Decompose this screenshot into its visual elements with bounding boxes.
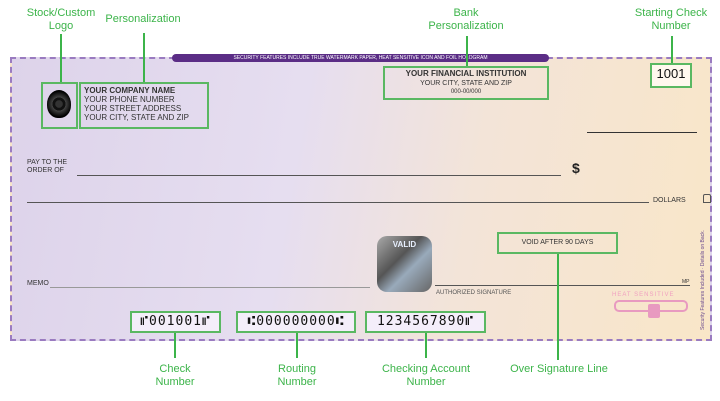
rose-logo-icon (47, 90, 71, 118)
date-line (587, 132, 697, 133)
void-box (497, 232, 618, 254)
connector-bank (466, 36, 468, 66)
company-phone: YOUR PHONE NUMBER (84, 95, 175, 104)
micr-account-number: 1234567890⑈ (376, 314, 475, 329)
connector-logo (60, 34, 62, 82)
logo-box (41, 82, 78, 129)
micr-account-box (365, 311, 486, 333)
company-box (79, 82, 209, 129)
connector-starting-check (671, 36, 673, 63)
signature-line (435, 285, 690, 286)
callout-starting-check: Starting Check Number (634, 7, 708, 32)
dollar-sign: $ (572, 160, 580, 176)
bank-box (383, 66, 549, 100)
hologram-text: VALID (392, 240, 417, 249)
heat-sensitive-label: HEAT SENSITIVE (612, 292, 675, 298)
company-street: YOUR STREET ADDRESS (84, 104, 182, 113)
callout-routing: Routing Number (277, 363, 317, 388)
micr-check-box (130, 311, 221, 333)
check (10, 57, 712, 341)
connector-over-signature (557, 254, 559, 360)
company-name: YOUR COMPANY NAME (84, 86, 176, 95)
dollars-label: DOLLARS (653, 197, 686, 204)
check-number: 1001 (656, 66, 686, 81)
bank-fraction: 000-00/000 (450, 89, 482, 95)
memo-line (50, 287, 370, 288)
lock-icon (703, 194, 711, 203)
company-city: YOUR CITY, STATE AND ZIP (84, 113, 189, 122)
callout-over-signature: Over Signature Line (510, 363, 608, 375)
security-banner: SECURITY FEATURES INCLUDE TRUE WATERMARK… (172, 54, 549, 62)
amount-words-line (27, 202, 649, 203)
callout-personalization: Personalization (105, 13, 181, 25)
bank-city: YOUR CITY, STATE AND ZIP (420, 80, 512, 87)
callout-check-number: Check Number (155, 363, 195, 388)
connector-personalization (143, 33, 145, 82)
connector-routing (296, 333, 298, 358)
void-text: VOID AFTER 90 DAYS (521, 239, 594, 246)
payee-line (77, 175, 561, 176)
callout-account: Checking Account Number (381, 363, 471, 388)
order-of-label: ORDER OF (27, 167, 64, 174)
bank-name: YOUR FINANCIAL INSTITUTION (405, 69, 527, 78)
connector-account (425, 333, 427, 358)
connector-check-number (174, 333, 176, 358)
callout-logo: Stock/Custom Logo (26, 7, 96, 32)
heat-lock-icon (648, 304, 660, 318)
foil-hologram: VALID (377, 236, 432, 292)
check-number-box (650, 63, 692, 88)
side-security-text: Security Features Included · Details on … (700, 229, 706, 330)
pay-to-label: PAY TO THE (27, 159, 68, 166)
mp-symbol: MP (682, 279, 690, 285)
micr-check-number: ⑈001001⑈ (140, 314, 211, 329)
memo-label: MEMO (27, 280, 49, 287)
authorized-signature-label: AUTHORIZED SIGNATURE (436, 290, 512, 296)
callout-bank: Bank Personalization (428, 7, 504, 32)
micr-routing-number: ⑆000000000⑆ (247, 314, 345, 329)
micr-routing-box (236, 311, 356, 333)
